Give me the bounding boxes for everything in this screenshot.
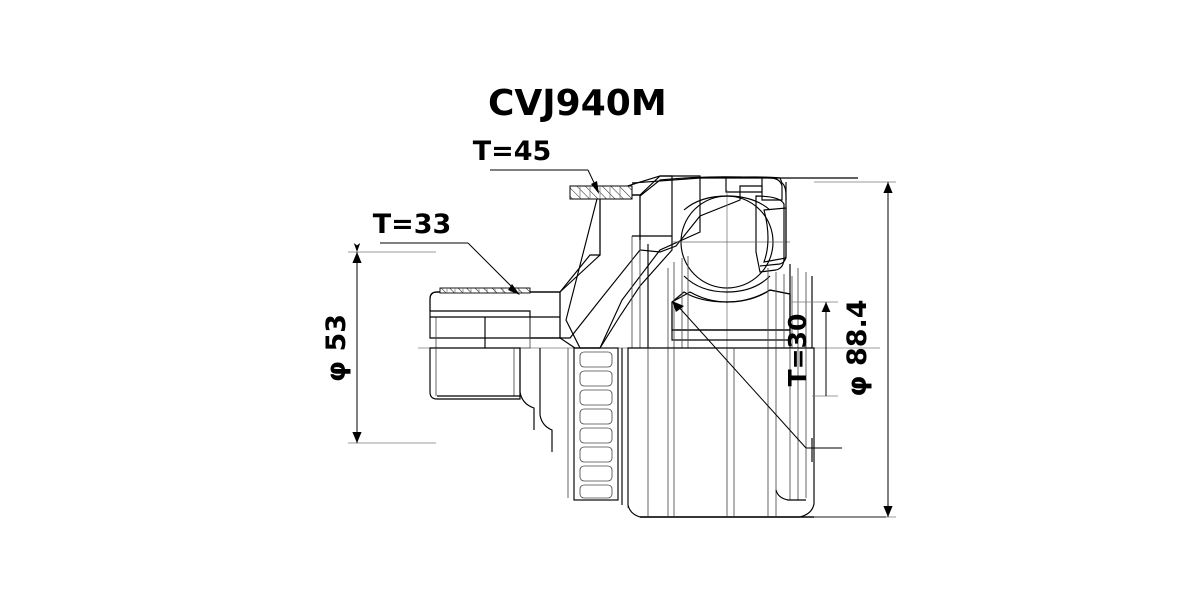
t30-leader-line — [675, 303, 807, 449]
housing-bottom-right-fillet — [775, 489, 806, 501]
body-fillet-secondary — [539, 348, 553, 452]
phi53-label: φ 53 — [321, 314, 352, 382]
dimension-phi53: φ 53 — [321, 243, 436, 444]
phi53-arrow-bottom — [352, 432, 362, 443]
stem-wedge-section — [565, 175, 701, 349]
t45-label: T=45 — [473, 136, 552, 167]
outer-race-right-hatched — [763, 207, 787, 263]
outer-spline-teeth-t45 — [569, 185, 633, 200]
shaft-outline-lower — [429, 347, 521, 400]
bellows-clamp-strip — [573, 347, 619, 501]
t33-leader-line — [467, 242, 517, 292]
housing-lower-construction-lines — [647, 348, 807, 516]
shaft-spline-teeth-t33 — [439, 287, 531, 294]
housing-upper-hatched — [639, 176, 783, 253]
t30-label: T=30 — [783, 314, 812, 387]
dimension-t30: T=30 — [672, 301, 842, 462]
annotation-t33: T=33 — [373, 209, 520, 295]
t33-leader-arrow — [508, 284, 520, 295]
phi884-label: φ 88.4 — [842, 299, 873, 396]
ball-cage-arc-top — [683, 195, 771, 211]
boot-shield-lines-upper — [631, 236, 649, 348]
inner-race-body — [671, 289, 791, 331]
annotation-t45: T=45 — [473, 136, 599, 194]
dimension-phi884: φ 88.4 — [814, 181, 896, 518]
lower-outside-view — [429, 347, 886, 518]
housing-top-notch — [725, 178, 763, 193]
t30-arrow-top — [821, 302, 831, 312]
phi884-arrow-bottom — [883, 506, 893, 517]
t30-leader-arrow — [672, 301, 684, 312]
ball-cage-arc-bottom — [683, 275, 771, 293]
cage-ribs-right — [767, 268, 793, 348]
phi884-arrow-top — [883, 182, 893, 193]
upper-section-view — [429, 175, 858, 349]
shaft-to-body-fillet — [519, 348, 535, 430]
part-number-title: CVJ940M — [488, 83, 667, 124]
phi53-arrow-top — [352, 252, 362, 263]
t33-label: T=33 — [373, 209, 452, 240]
housing-right-edges-upper — [789, 264, 813, 348]
t45-leader-arrow — [591, 181, 599, 194]
